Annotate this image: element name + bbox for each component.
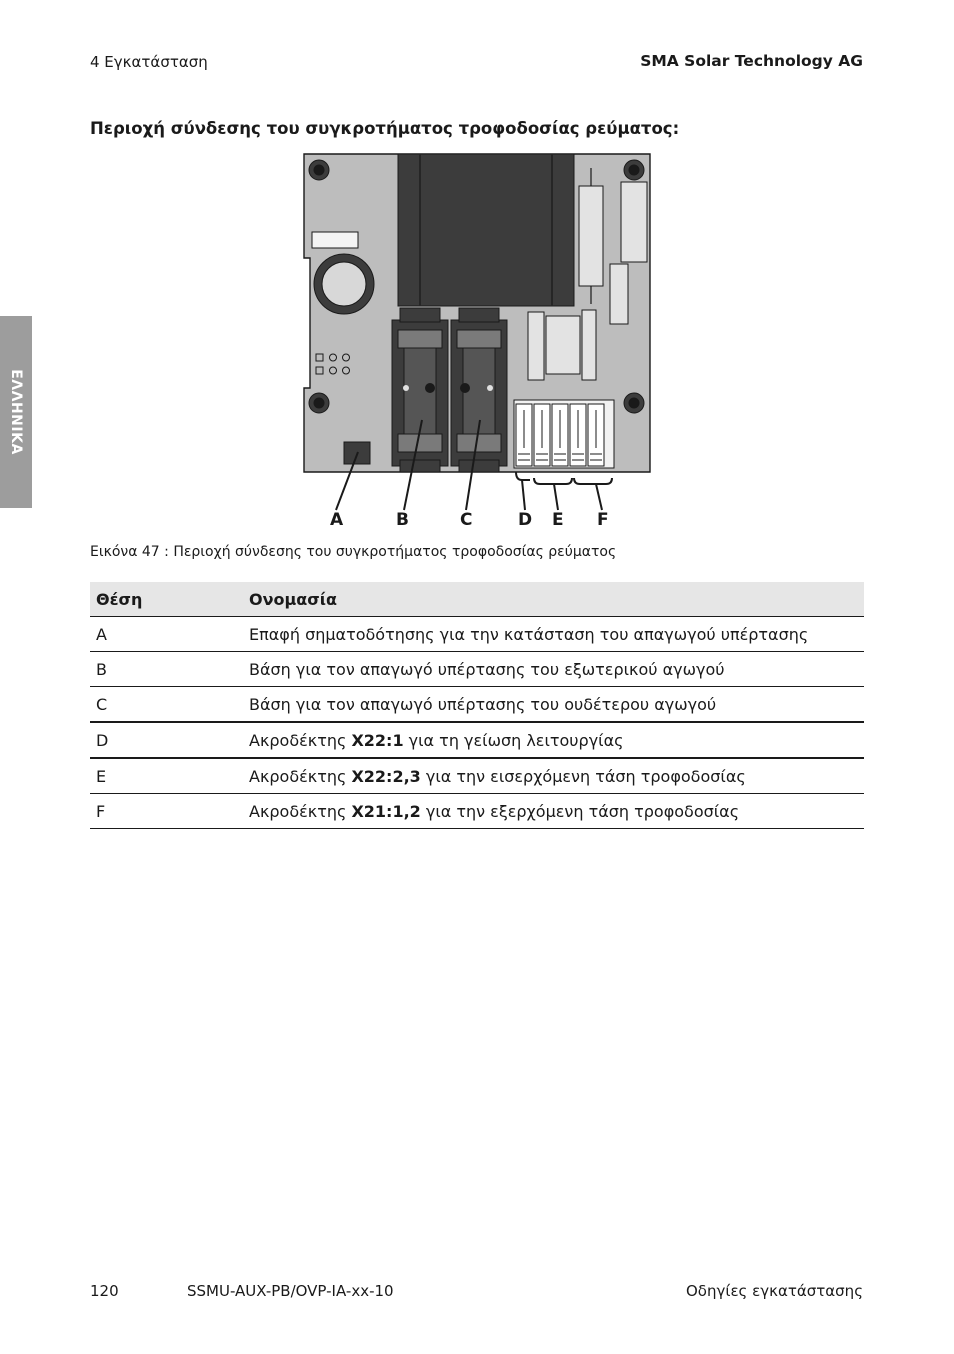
capacitor <box>313 253 375 315</box>
table-row: F Ακροδέκτης X21:1,2 για την εξερχόμενη … <box>90 793 864 829</box>
row-position: A <box>90 616 243 652</box>
surge-arrester-socket-c <box>450 307 508 473</box>
language-side-tab-label: ΕΛΛΗΝΙΚΑ <box>8 369 24 455</box>
column-header-designation: Ονομασία <box>243 582 864 617</box>
designation-suffix: για την εισερχόμενη τάση τροφοδοσίας <box>420 766 746 786</box>
surge-arrester-socket-b <box>391 307 449 473</box>
terminal-id: X22:2,3 <box>351 766 421 786</box>
row-designation: Ακροδέκτης X21:1,2 για την εξερχόμενη τά… <box>243 793 864 829</box>
component-center <box>545 315 581 375</box>
table-row: B Βάση για τον απαγωγό υπέρτασης του εξω… <box>90 651 864 687</box>
section-title: Περιοχή σύνδεσης του συγκροτήματος τροφο… <box>90 119 680 138</box>
callout-label-f: F <box>597 510 609 530</box>
designation-text: Ακροδέκτης <box>249 730 352 750</box>
callout-label-d: D <box>518 510 532 530</box>
mounting-screw-top-left <box>308 159 330 181</box>
table-row: C Βάση για τον απαγωγό υπέρτασης του ουδ… <box>90 686 864 723</box>
page-number: 120 <box>90 1282 119 1300</box>
mounting-screw-bottom-left <box>308 392 330 414</box>
designation-suffix: για την εξερχόμενη τάση τροφοδοσίας <box>420 801 740 821</box>
figure-caption: Εικόνα 47 : Περιοχή σύνδεσης του συγκροτ… <box>90 544 617 560</box>
designation-text: Βάση για τον απαγωγό υπέρτασης του ουδέτ… <box>249 694 717 714</box>
small-component <box>609 263 629 325</box>
language-side-tab: ΕΛΛΗΝΙΚΑ <box>0 316 32 508</box>
designation-text: Ακροδέκτης <box>249 766 352 786</box>
row-designation: Βάση για τον απαγωγό υπέρτασης του εξωτε… <box>243 651 864 687</box>
terminal-id: X21:1,2 <box>351 801 421 821</box>
mounting-screw-bottom-right <box>623 392 645 414</box>
table-row: D Ακροδέκτης X22:1 για τη γείωση λειτουρ… <box>90 722 864 759</box>
running-header-chapter: 4 Εγκατάσταση <box>90 53 208 71</box>
row-position: E <box>90 758 243 794</box>
designation-text: Επαφή σηματοδότησης για την κατάσταση το… <box>249 624 809 644</box>
running-header-company: SMA Solar Technology AG <box>640 52 863 70</box>
row-position: D <box>90 722 243 759</box>
mounting-screw-top-right <box>623 159 645 181</box>
document-type: Οδηγίες εγκατάστασης <box>686 1282 863 1300</box>
row-designation: Βάση για τον απαγωγό υπέρτασης του ουδέτ… <box>243 686 864 723</box>
callout-label-b: B <box>396 510 409 530</box>
callout-lines <box>335 419 613 511</box>
callout-label-a: A <box>330 510 344 530</box>
terminal-blocks <box>513 399 615 469</box>
table-row: E Ακροδέκτης X22:2,3 για την εισερχόμενη… <box>90 758 864 794</box>
row-designation: Ακροδέκτης X22:1 για τη γείωση λειτουργί… <box>243 722 864 759</box>
callout-label-c: C <box>460 510 472 530</box>
callout-label-e: E <box>552 510 564 530</box>
column-header-position: Θέση <box>90 582 243 617</box>
relay-component <box>620 181 648 263</box>
component-right <box>581 309 597 381</box>
document-code: SSMU-AUX-PB/OVP-IA-xx-10 <box>187 1282 394 1300</box>
board-label-plate <box>311 231 359 249</box>
resistor <box>578 185 604 287</box>
row-designation: Επαφή σηματοδότησης για την κατάσταση το… <box>243 616 864 652</box>
status-leds <box>315 353 350 375</box>
designation-text: Βάση για τον απαγωγό υπέρτασης του εξωτε… <box>249 659 725 679</box>
row-designation: Ακροδέκτης X22:2,3 για την εισερχόμενη τ… <box>243 758 864 794</box>
power-supply-board-figure: A B C D E F <box>300 148 660 536</box>
designation-text: Ακροδέκτης <box>249 801 352 821</box>
designation-suffix: για τη γείωση λειτουργίας <box>403 730 624 750</box>
legend-header-row: Θέση Ονομασία <box>90 582 864 617</box>
transformer <box>397 153 575 307</box>
component-legend-table: Θέση Ονομασία A Επαφή σηματοδότησης για … <box>90 582 864 829</box>
component-left <box>527 311 545 381</box>
row-position: C <box>90 686 243 723</box>
table-row: A Επαφή σηματοδότησης για την κατάσταση … <box>90 616 864 652</box>
row-position: F <box>90 793 243 829</box>
power-supply-board-drawing: A B C D E F <box>303 153 651 530</box>
terminal-id: X22:1 <box>351 730 404 750</box>
row-position: B <box>90 651 243 687</box>
